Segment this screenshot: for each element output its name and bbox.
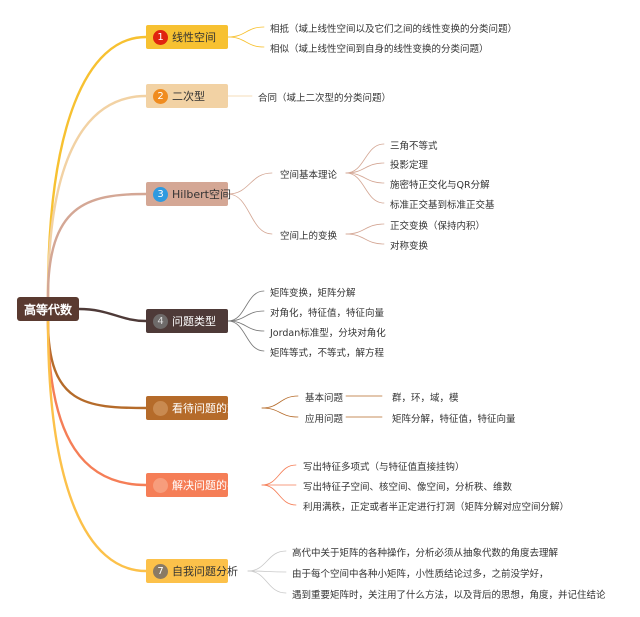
branch-link xyxy=(46,319,148,487)
leaf-full-rank: 利用满秩，正定或者半正定进行打洞（矩阵分解对应空间分解） xyxy=(303,502,570,513)
branch-label: 解决问题的手段 xyxy=(172,479,249,492)
branch-viewpoints[interactable]: 5 看待问题的观点 xyxy=(146,396,249,420)
leaf-link xyxy=(261,407,299,418)
leaf-schmidt-qr: 施密特正交化与QR分解 xyxy=(390,180,490,191)
branch-link xyxy=(46,35,148,299)
leaf-link xyxy=(345,162,385,174)
branch-link xyxy=(46,192,148,299)
leaf-orthogonal-transform: 正交变换（保持内积） xyxy=(390,221,486,232)
leaf-equivalence: 相抵（域上线性空间以及它们之间的线性变换的分类问题） xyxy=(270,24,518,35)
branch-linear-space[interactable]: 1 线性空间 xyxy=(146,25,228,49)
leaf-similarity: 相似（域上线性空间到自身的线性变换的分类问题） xyxy=(270,44,489,55)
leaf-link xyxy=(261,484,297,506)
leaf-matrix-applications: 矩阵分解，特征值，特征向量 xyxy=(392,414,516,425)
leaf-congruence: 合同（域上二次型的分类问题） xyxy=(258,93,392,104)
leaf-matrix-equations: 矩阵等式，不等式，解方程 xyxy=(270,348,385,359)
branch-quadratic-form[interactable]: 2 二次型 xyxy=(146,84,228,108)
leaf-projection-theorem: 投影定理 xyxy=(390,160,429,171)
branch-self-analysis[interactable]: 7 自我问题分析 xyxy=(146,559,238,583)
leaf-link xyxy=(227,320,265,332)
leaf-jordan-form: Jordan标准型，分块对角化 xyxy=(270,328,386,339)
branch-hilbert-space[interactable]: 3 Hilbert空间 xyxy=(146,182,231,206)
leaf-link xyxy=(227,36,265,48)
leaf-link xyxy=(227,172,273,195)
branch-label: 看待问题的观点 xyxy=(172,402,249,415)
leaf-subspaces: 写出特征子空间、核空间、像空间，分析秩、维数 xyxy=(303,482,513,493)
leaf-link xyxy=(227,26,265,38)
branch-label: 自我问题分析 xyxy=(172,565,238,578)
number-badge-icon: 3 xyxy=(153,186,168,202)
branch-link xyxy=(46,94,148,299)
leaf-abstract-algebra: 高代中关于矩阵的各种操作，分析必须从抽象代数的角度去理解 xyxy=(292,548,559,559)
branch-label: Hilbert空间 xyxy=(172,188,231,201)
branch-link xyxy=(77,307,148,323)
number-badge-icon: 2 xyxy=(153,88,168,104)
leaf-link xyxy=(345,233,385,245)
leaf-triangle-inequality: 三角不等式 xyxy=(390,141,438,152)
root-label: 高等代数 xyxy=(23,302,72,317)
sub-space-transform: 空间上的变换 xyxy=(280,231,338,242)
branch-methods[interactable]: 6 解决问题的手段 xyxy=(146,473,249,497)
leaf-link xyxy=(247,570,287,594)
leaf-link xyxy=(345,223,385,235)
sub-basic-problems: 基本问题 xyxy=(305,393,344,404)
number-badge-icon: 5 xyxy=(153,400,168,416)
branch-label: 二次型 xyxy=(172,90,205,103)
leaf-diagonalization: 对角化，特征值，特征向量 xyxy=(270,308,385,319)
branch-link xyxy=(46,319,148,573)
number-badge-icon: 4 xyxy=(153,313,168,329)
branch-label: 问题类型 xyxy=(172,315,216,328)
number-badge-icon: 7 xyxy=(153,563,168,579)
leaf-link xyxy=(261,395,299,409)
leaf-link xyxy=(227,310,265,322)
leaf-char-polynomial: 写出特征多项式（与特征值直接挂钩） xyxy=(303,462,465,473)
leaf-matrix-transform: 矩阵变换，矩阵分解 xyxy=(270,288,356,299)
sub-space-theory: 空间基本理论 xyxy=(280,170,338,181)
branch-label: 线性空间 xyxy=(172,31,216,44)
number-badge-icon: 1 xyxy=(153,29,168,45)
leaf-link xyxy=(227,320,265,352)
leaf-link xyxy=(345,143,385,174)
leaf-link xyxy=(345,172,385,184)
leaf-link xyxy=(227,193,273,235)
leaf-symmetric-transform: 对称变换 xyxy=(390,241,429,252)
leaf-small-matrices: 由于每个空间中各种小矩阵，小性质结论过多，之前没学好， xyxy=(292,569,549,580)
sub-applied-problems: 应用问题 xyxy=(305,414,344,425)
leaf-link xyxy=(247,550,287,572)
leaf-key-matrices: 遇到重要矩阵时，关注用了什么方法，以及背后的思想，角度，并记住结论 xyxy=(292,590,606,601)
branch-link xyxy=(46,319,148,410)
leaf-algebraic-structures: 群，环，域，模 xyxy=(392,393,459,404)
root-node[interactable]: 高等代数 xyxy=(17,297,79,321)
leaf-orthonormal-basis: 标准正交基到标准正交基 xyxy=(390,200,495,211)
number-badge-icon: 6 xyxy=(153,477,168,493)
leaf-link xyxy=(227,290,265,322)
leaf-link xyxy=(345,172,385,204)
branch-problem-types[interactable]: 4 问题类型 xyxy=(146,309,228,333)
leaf-link xyxy=(261,464,297,486)
